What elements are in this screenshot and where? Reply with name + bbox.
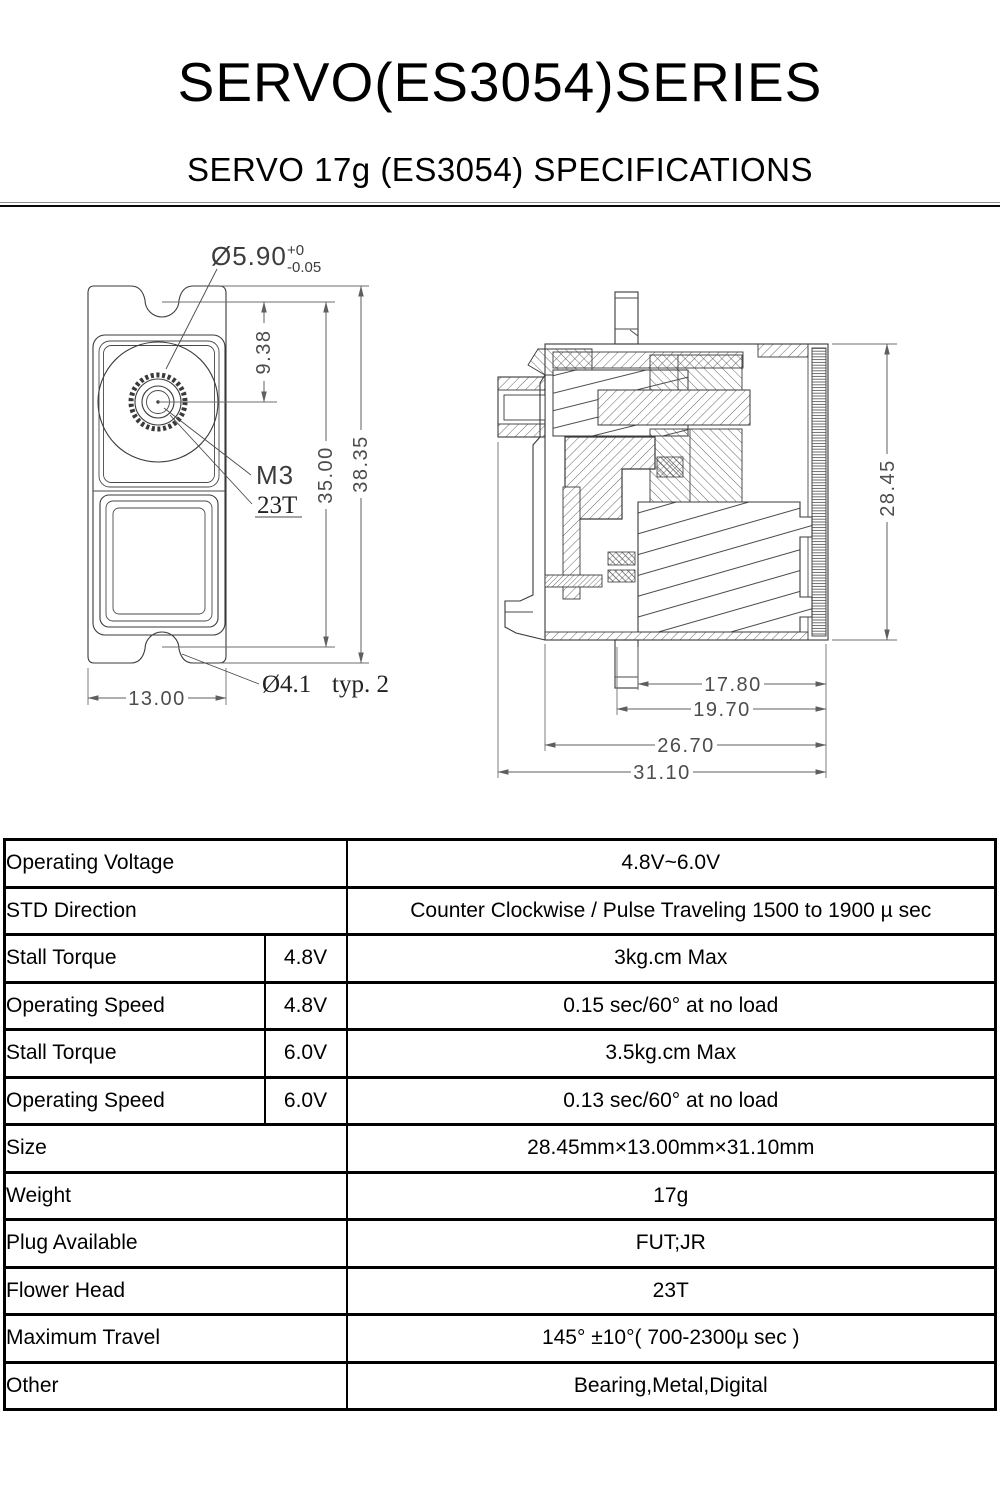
spec-value-cell: 28.45mm×13.00mm×31.10mm [345, 1123, 997, 1174]
spec-label-cell: Operating Voltage [3, 838, 348, 889]
spec-value-cell: 3.5kg.cm Max [345, 1028, 997, 1079]
spec-voltage-cell: 6.0V [263, 1075, 348, 1126]
spec-row: Flower Head 23T [3, 1265, 997, 1316]
spec-value-cell: 23T [345, 1265, 997, 1316]
spec-row: Plug Available FUT;JR [3, 1218, 997, 1269]
dimension-label: 13.00 [128, 688, 186, 710]
spec-value-cell: 4.8V~6.0V [345, 838, 997, 889]
servo-body-outline [92, 334, 226, 636]
spec-row: Other Bearing,Metal,Digital [3, 1360, 997, 1411]
spec-row: Operating Speed 4.8V 0.15 sec/60° at no … [3, 980, 997, 1031]
spec-row: Operating Voltage 4.8V~6.0V [3, 838, 997, 889]
motor-armature-section [637, 501, 813, 633]
case-lower-section [99, 494, 219, 628]
spec-label-cell: Operating Speed [3, 980, 266, 1031]
spec-voltage-cell: 6.0V [263, 1028, 348, 1079]
page-title: SERVO(ES3054)SERIES [177, 51, 823, 113]
spec-label-cell: Weight [3, 1170, 348, 1221]
spec-label-cell: Size [3, 1123, 348, 1174]
spec-table-body: Operating Voltage 4.8V~6.0V STD Directio… [3, 838, 997, 1411]
spec-row: Maximum Travel 145° ±10°( 700-2300µ sec … [3, 1313, 997, 1364]
spec-value-cell: 3kg.cm Max [345, 933, 997, 984]
spec-voltage-cell: 4.8V [263, 933, 348, 984]
dimension-label: 19.70 [693, 699, 751, 721]
idler-gear-bar [597, 389, 751, 426]
spec-label-cell: STD Direction [3, 885, 348, 936]
spec-voltage-cell: 4.8V [263, 980, 348, 1031]
technical-drawings: 9.38 35.00 38.35 13.00 Ø5.90 +0 -0.05 M3… [87, 241, 899, 784]
side-view-drawing: 28.45 17.80 19.70 26.70 31.10 [497, 291, 899, 784]
output-spline-shaft [497, 376, 546, 438]
spec-value-cell: Bearing,Metal,Digital [345, 1360, 997, 1411]
spec-row: Weight 17g [3, 1170, 997, 1221]
tolerance-upper-label: +0 [287, 242, 304, 259]
spec-value-cell: 145° ±10°( 700-2300µ sec ) [345, 1313, 997, 1364]
spec-label-cell: Stall Torque [3, 933, 266, 984]
motor-back-wall [811, 347, 827, 637]
spec-value-cell: 17g [345, 1170, 997, 1221]
spec-label-cell: Flower Head [3, 1265, 348, 1316]
dimension-label: 28.45 [877, 459, 899, 517]
spec-label-cell: Plug Available [3, 1218, 348, 1269]
spec-table: Operating Voltage 4.8V~6.0V STD Directio… [3, 838, 997, 1411]
page-subtitle: SERVO 17g (ES3054) SPECIFICATIONS [186, 151, 813, 188]
mount-hole-label: Ø4.1 [262, 671, 311, 698]
servo-mounting-plate [87, 285, 227, 664]
spec-label-cell: Stall Torque [3, 1028, 266, 1079]
spec-value-cell: FUT;JR [345, 1218, 997, 1269]
spec-row: Size 28.45mm×13.00mm×31.10mm [3, 1123, 997, 1174]
bottom-mount-boss [614, 639, 639, 689]
spec-label-cell: Maximum Travel [3, 1313, 348, 1364]
dimension-label: 9.38 [253, 330, 275, 375]
spec-label-cell: Operating Speed [3, 1075, 266, 1126]
front-view-drawing: 9.38 35.00 38.35 13.00 Ø5.90 +0 -0.05 M3… [87, 241, 389, 710]
dimension-label: Ø5.90 [211, 241, 287, 271]
spec-label-cell: Other [3, 1360, 348, 1411]
case-screw-section [544, 574, 603, 588]
dimension-label: 26.70 [657, 735, 715, 757]
mount-hole-note: typ. 2 [332, 671, 389, 698]
dimension-label: 38.35 [350, 435, 372, 493]
spec-row: Stall Torque 6.0V 3.5kg.cm Max [3, 1028, 997, 1079]
header-divider [0, 202, 1000, 207]
dimension-label: 17.80 [704, 674, 762, 696]
spec-value-cell: 0.15 sec/60° at no load [345, 980, 997, 1031]
spec-value-cell: Counter Clockwise / Pulse Traveling 1500… [345, 885, 997, 936]
screw-thread-label: M3 [256, 460, 294, 490]
case-left-wall [504, 374, 546, 641]
spec-row: Stall Torque 4.8V 3kg.cm Max [3, 933, 997, 984]
spec-row: STD Direction Counter Clockwise / Pulse … [3, 885, 997, 936]
dimension-label: 35.00 [315, 446, 337, 504]
tolerance-lower-label: -0.05 [287, 259, 321, 276]
dimension-label: 31.10 [633, 762, 691, 784]
spec-row: Operating Speed 6.0V 0.13 sec/60° at no … [3, 1075, 997, 1126]
spec-value-cell: 0.13 sec/60° at no load [345, 1075, 997, 1126]
spline-teeth-label: 23T [257, 492, 297, 519]
top-screw-shaft [614, 291, 639, 345]
